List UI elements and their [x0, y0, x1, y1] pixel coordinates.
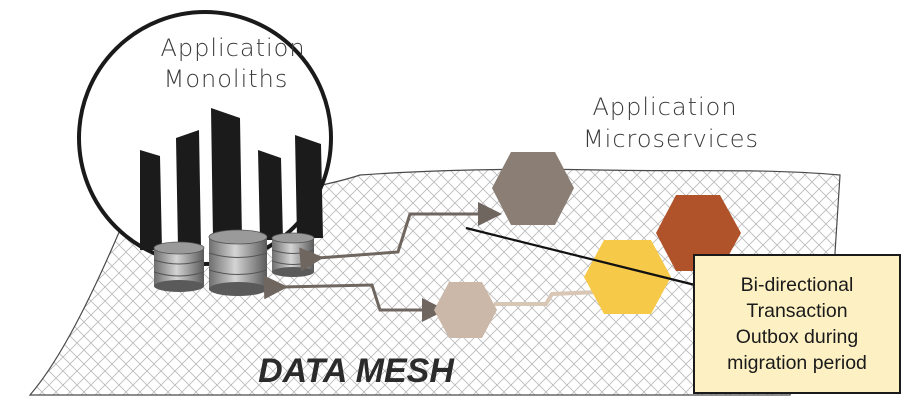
callout-line-1: Bi-directional — [740, 274, 854, 296]
microservices-label-line1: Application — [592, 93, 737, 121]
callout-line-3: Outbox during — [735, 326, 859, 348]
lower-bidirectional-arrow — [263, 275, 446, 322]
callout-line-2: Transaction — [746, 300, 848, 322]
database-cylinder — [208, 229, 268, 296]
callout-pointer-line — [465, 226, 696, 287]
microservices-label-line2: Microservices — [583, 125, 759, 153]
monoliths-label-line2: Monoliths — [164, 65, 289, 93]
monoliths-label-line1: Application — [160, 34, 305, 62]
transaction-outbox-callout: Bi-directional Transaction Outbox during… — [693, 254, 901, 394]
database-cylinder — [271, 232, 315, 277]
tan-to-yellow-link — [494, 290, 599, 306]
upper-bidirectional-arrow — [299, 202, 502, 272]
database-cylinder — [153, 241, 205, 292]
microservice-hex-tan — [434, 282, 497, 338]
microservice-hex-yellow — [584, 240, 671, 314]
connectors — [263, 202, 599, 322]
microservice-hex-rust — [656, 195, 741, 271]
microservice-hex-gray — [492, 152, 574, 225]
data-mesh-title: DATA MESH — [258, 352, 455, 390]
callout-line-4: migration period — [727, 352, 867, 374]
